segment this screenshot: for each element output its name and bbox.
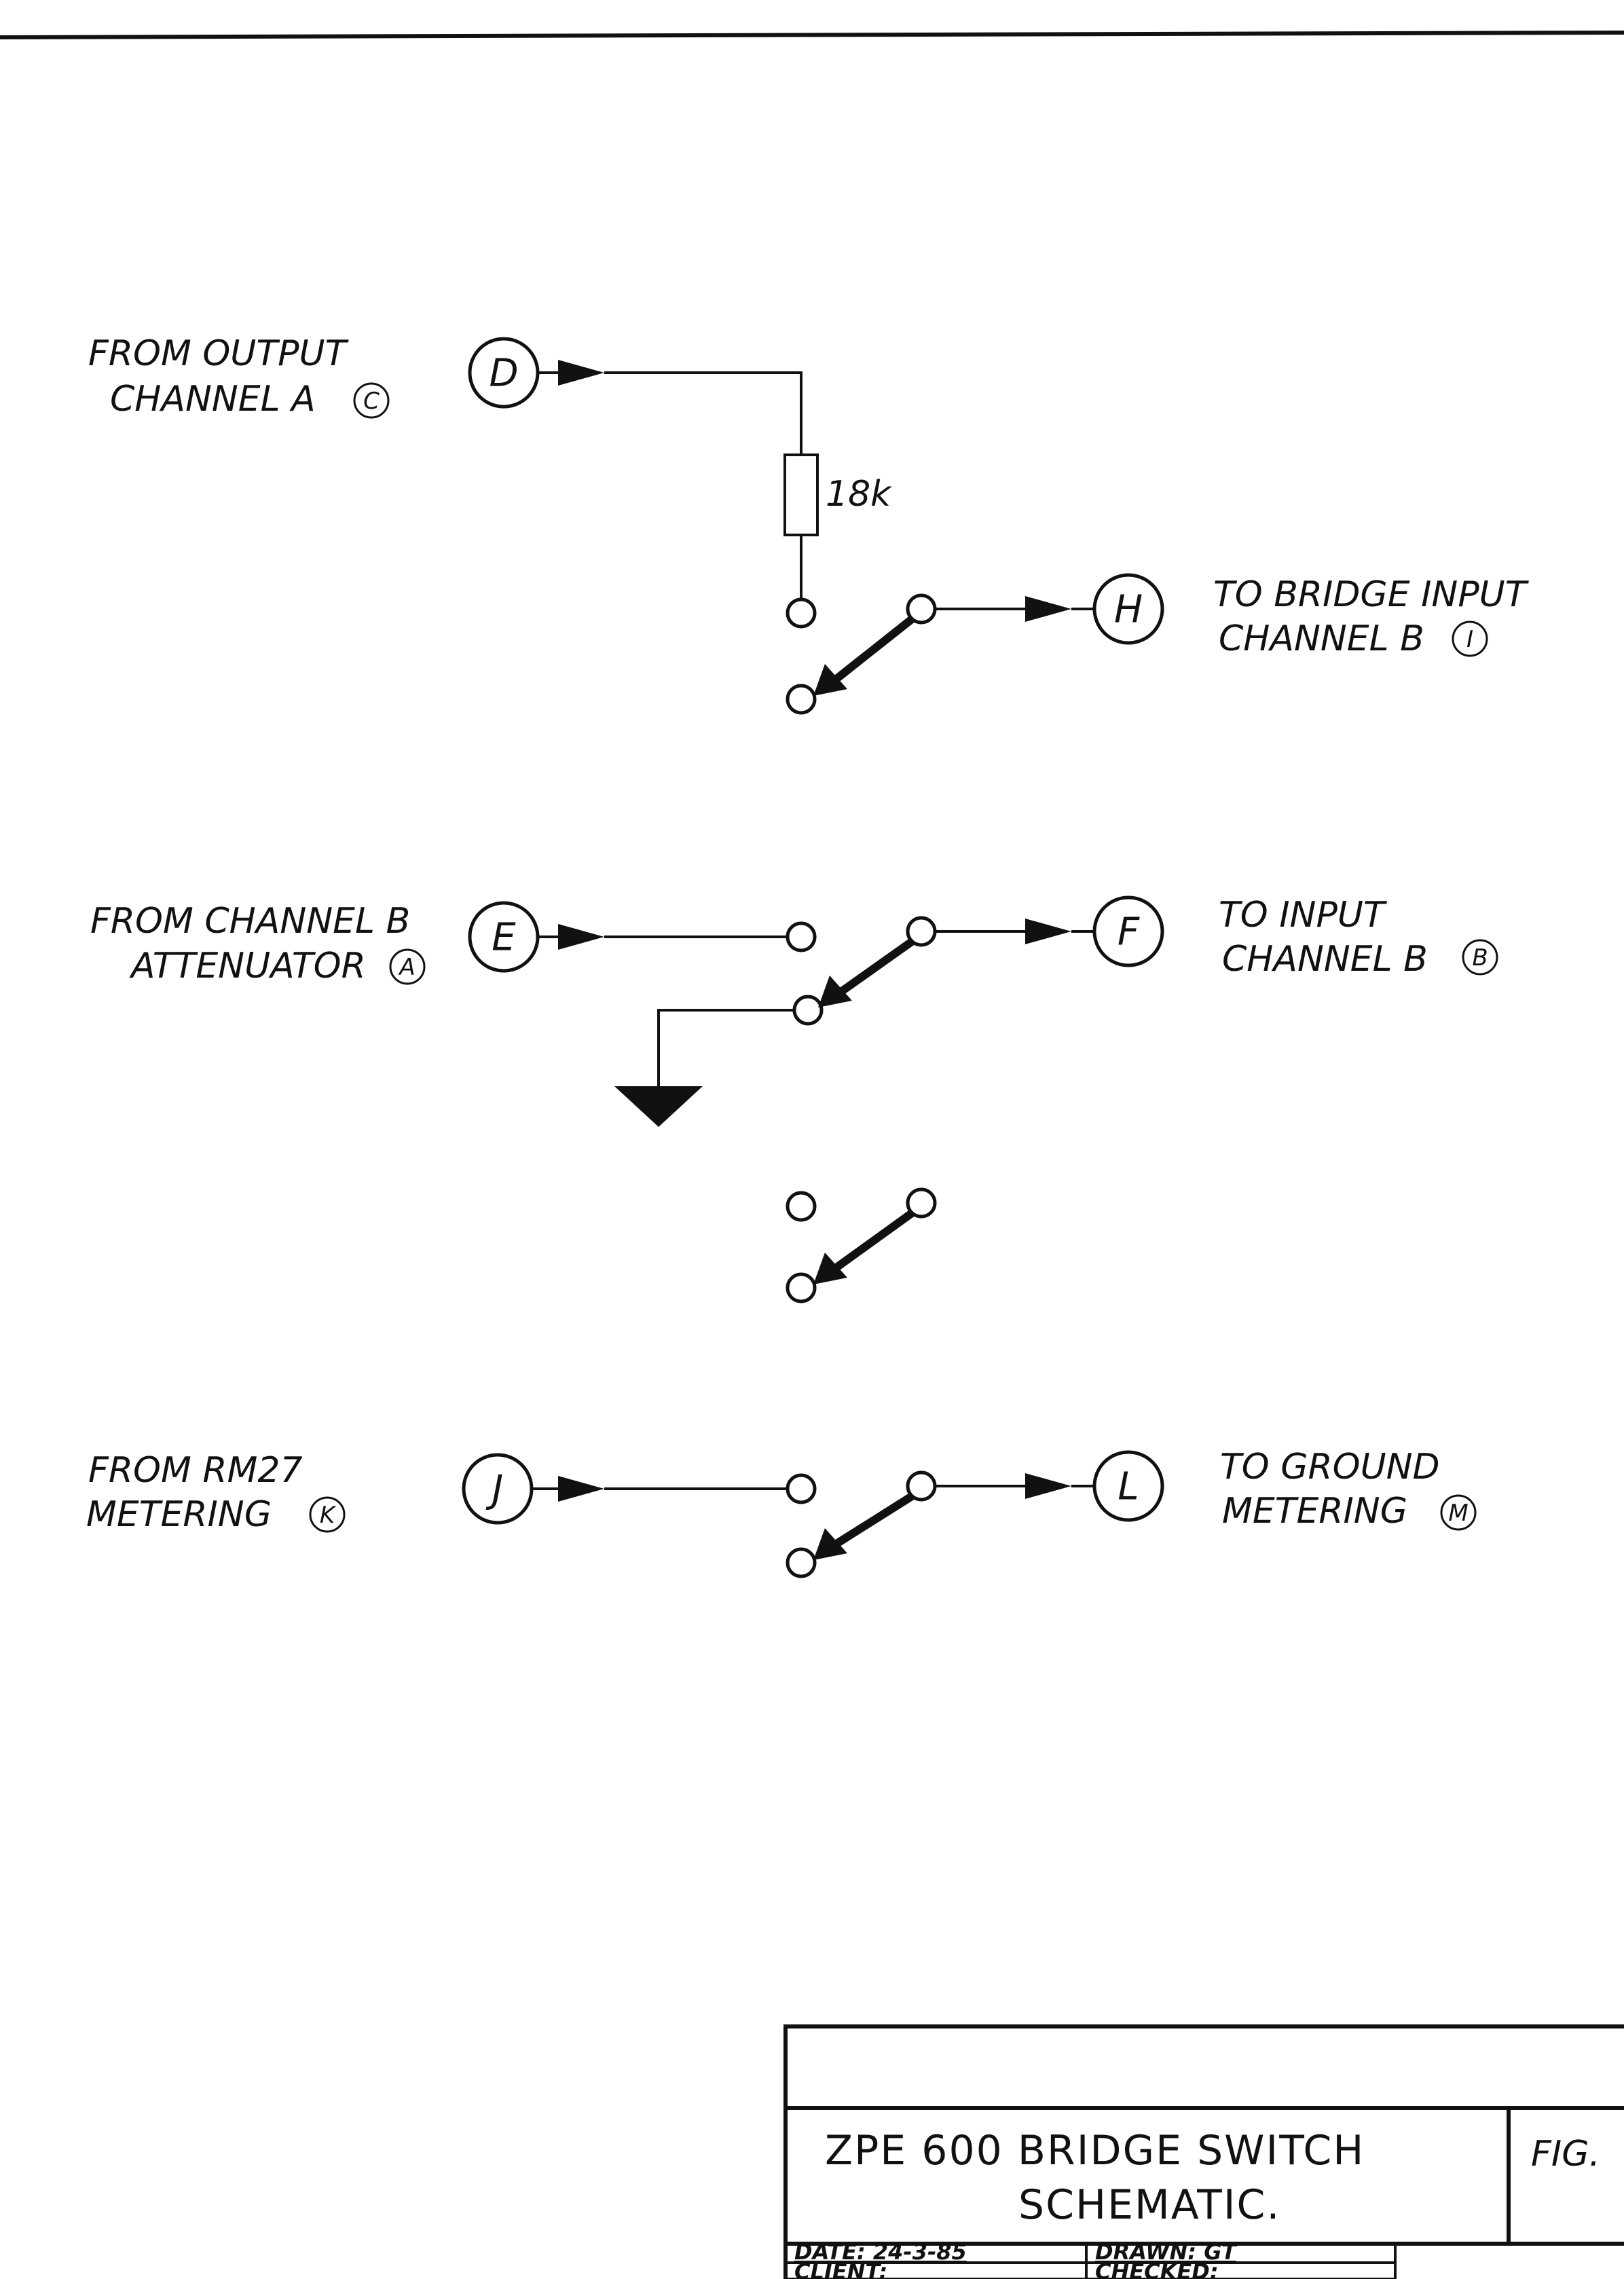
label-from-output-line1: FROM OUTPUT xyxy=(88,333,350,374)
switch3-contact-bottom xyxy=(786,1272,817,1303)
ref-circle-c: C xyxy=(353,382,390,419)
switch2-common xyxy=(906,916,937,947)
node-d: D xyxy=(468,337,540,409)
label-from-output-line2: CHANNEL A xyxy=(110,379,316,420)
ref-c-letter: C xyxy=(363,388,380,415)
node-h: H xyxy=(1092,573,1164,645)
arrow-j xyxy=(558,1476,604,1502)
ref-circle-k: K xyxy=(309,1496,346,1533)
date-field: DATE: 24-3-85 xyxy=(794,2239,967,2265)
switch3-contact-top xyxy=(786,1191,817,1222)
arrow-l xyxy=(1025,1473,1071,1499)
ground-symbol xyxy=(614,1086,703,1127)
switch2-contact-bottom xyxy=(792,995,824,1026)
node-e-letter: E xyxy=(492,916,516,960)
switch3-common xyxy=(906,1187,937,1219)
node-e: E xyxy=(468,901,540,973)
arrow-d xyxy=(558,360,604,386)
switch4-lever xyxy=(834,1492,915,1548)
resistor-18k xyxy=(783,453,819,536)
node-f-letter: F xyxy=(1118,910,1140,955)
node-d-letter: D xyxy=(489,352,518,396)
label-from-rm27-line2: METERING xyxy=(86,1494,272,1535)
ref-m-letter: M xyxy=(1448,1500,1468,1527)
switch2-contact-top xyxy=(786,921,817,952)
node-j: J xyxy=(462,1453,534,1525)
title-block xyxy=(783,2024,1624,2279)
node-h-letter: H xyxy=(1114,588,1143,632)
ref-i-letter: I xyxy=(1466,626,1473,653)
label-from-channel-b-line1: FROM CHANNEL B xyxy=(90,901,410,942)
label-to-ground-line1: TO GROUND xyxy=(1220,1447,1440,1487)
label-to-bridge-line2: CHANNEL B xyxy=(1219,618,1424,659)
arrow-h xyxy=(1025,596,1071,622)
switch4-contact-bottom xyxy=(786,1547,817,1578)
node-f: F xyxy=(1092,895,1164,967)
fig-label: FIG. xyxy=(1531,2134,1600,2174)
label-to-input-line1: TO INPUT xyxy=(1219,895,1388,935)
ref-circle-m: M xyxy=(1440,1494,1477,1531)
resistor-value: 18k xyxy=(826,474,892,515)
drawn-field: DRAWN: GT xyxy=(1095,2239,1238,2265)
switch4-lever-arrow xyxy=(813,1528,847,1560)
switch4-common xyxy=(906,1470,937,1502)
ref-b-letter: B xyxy=(1472,944,1488,971)
switch1-lever xyxy=(834,616,915,682)
title-line1: ZPE 600 BRIDGE SWITCH xyxy=(825,2127,1365,2174)
label-from-channel-b-line2: ATTENUATOR xyxy=(129,946,366,986)
ref-circle-i: I xyxy=(1452,620,1488,657)
title-line2: SCHEMATIC. xyxy=(1018,2181,1280,2229)
label-to-ground-line2: METERING xyxy=(1222,1491,1407,1532)
label-to-input-line2: CHANNEL B xyxy=(1222,939,1428,980)
switch1-lever-arrow xyxy=(813,664,847,696)
arrow-e xyxy=(558,924,604,950)
label-from-rm27-line1: FROM RM27 xyxy=(88,1450,303,1491)
sheet-top-border xyxy=(0,31,1624,39)
ref-a-letter: A xyxy=(398,954,415,981)
switch1-contact-bottom xyxy=(786,684,817,715)
label-to-bridge-line1: TO BRIDGE INPUT xyxy=(1213,574,1530,615)
switch1-common xyxy=(906,593,937,625)
client-field: CLIENT: xyxy=(794,2259,887,2279)
node-l: L xyxy=(1092,1450,1164,1522)
switch3-lever-arrow xyxy=(813,1253,847,1284)
node-l-letter: L xyxy=(1118,1465,1139,1509)
ref-circle-b: B xyxy=(1462,939,1498,976)
wire-switch2-to-ground xyxy=(657,1009,794,1086)
ref-circle-a: A xyxy=(389,948,426,985)
switch2-lever-arrow xyxy=(818,976,852,1007)
wire-d-to-resistor xyxy=(604,371,802,455)
arrow-f xyxy=(1025,919,1071,944)
checked-field: CHECKED: xyxy=(1095,2259,1219,2279)
switch1-contact-top xyxy=(786,597,817,629)
switch2-lever xyxy=(839,938,915,995)
switch3-lever xyxy=(834,1210,915,1271)
switch4-contact-top xyxy=(786,1473,817,1504)
ref-k-letter: K xyxy=(320,1502,337,1529)
